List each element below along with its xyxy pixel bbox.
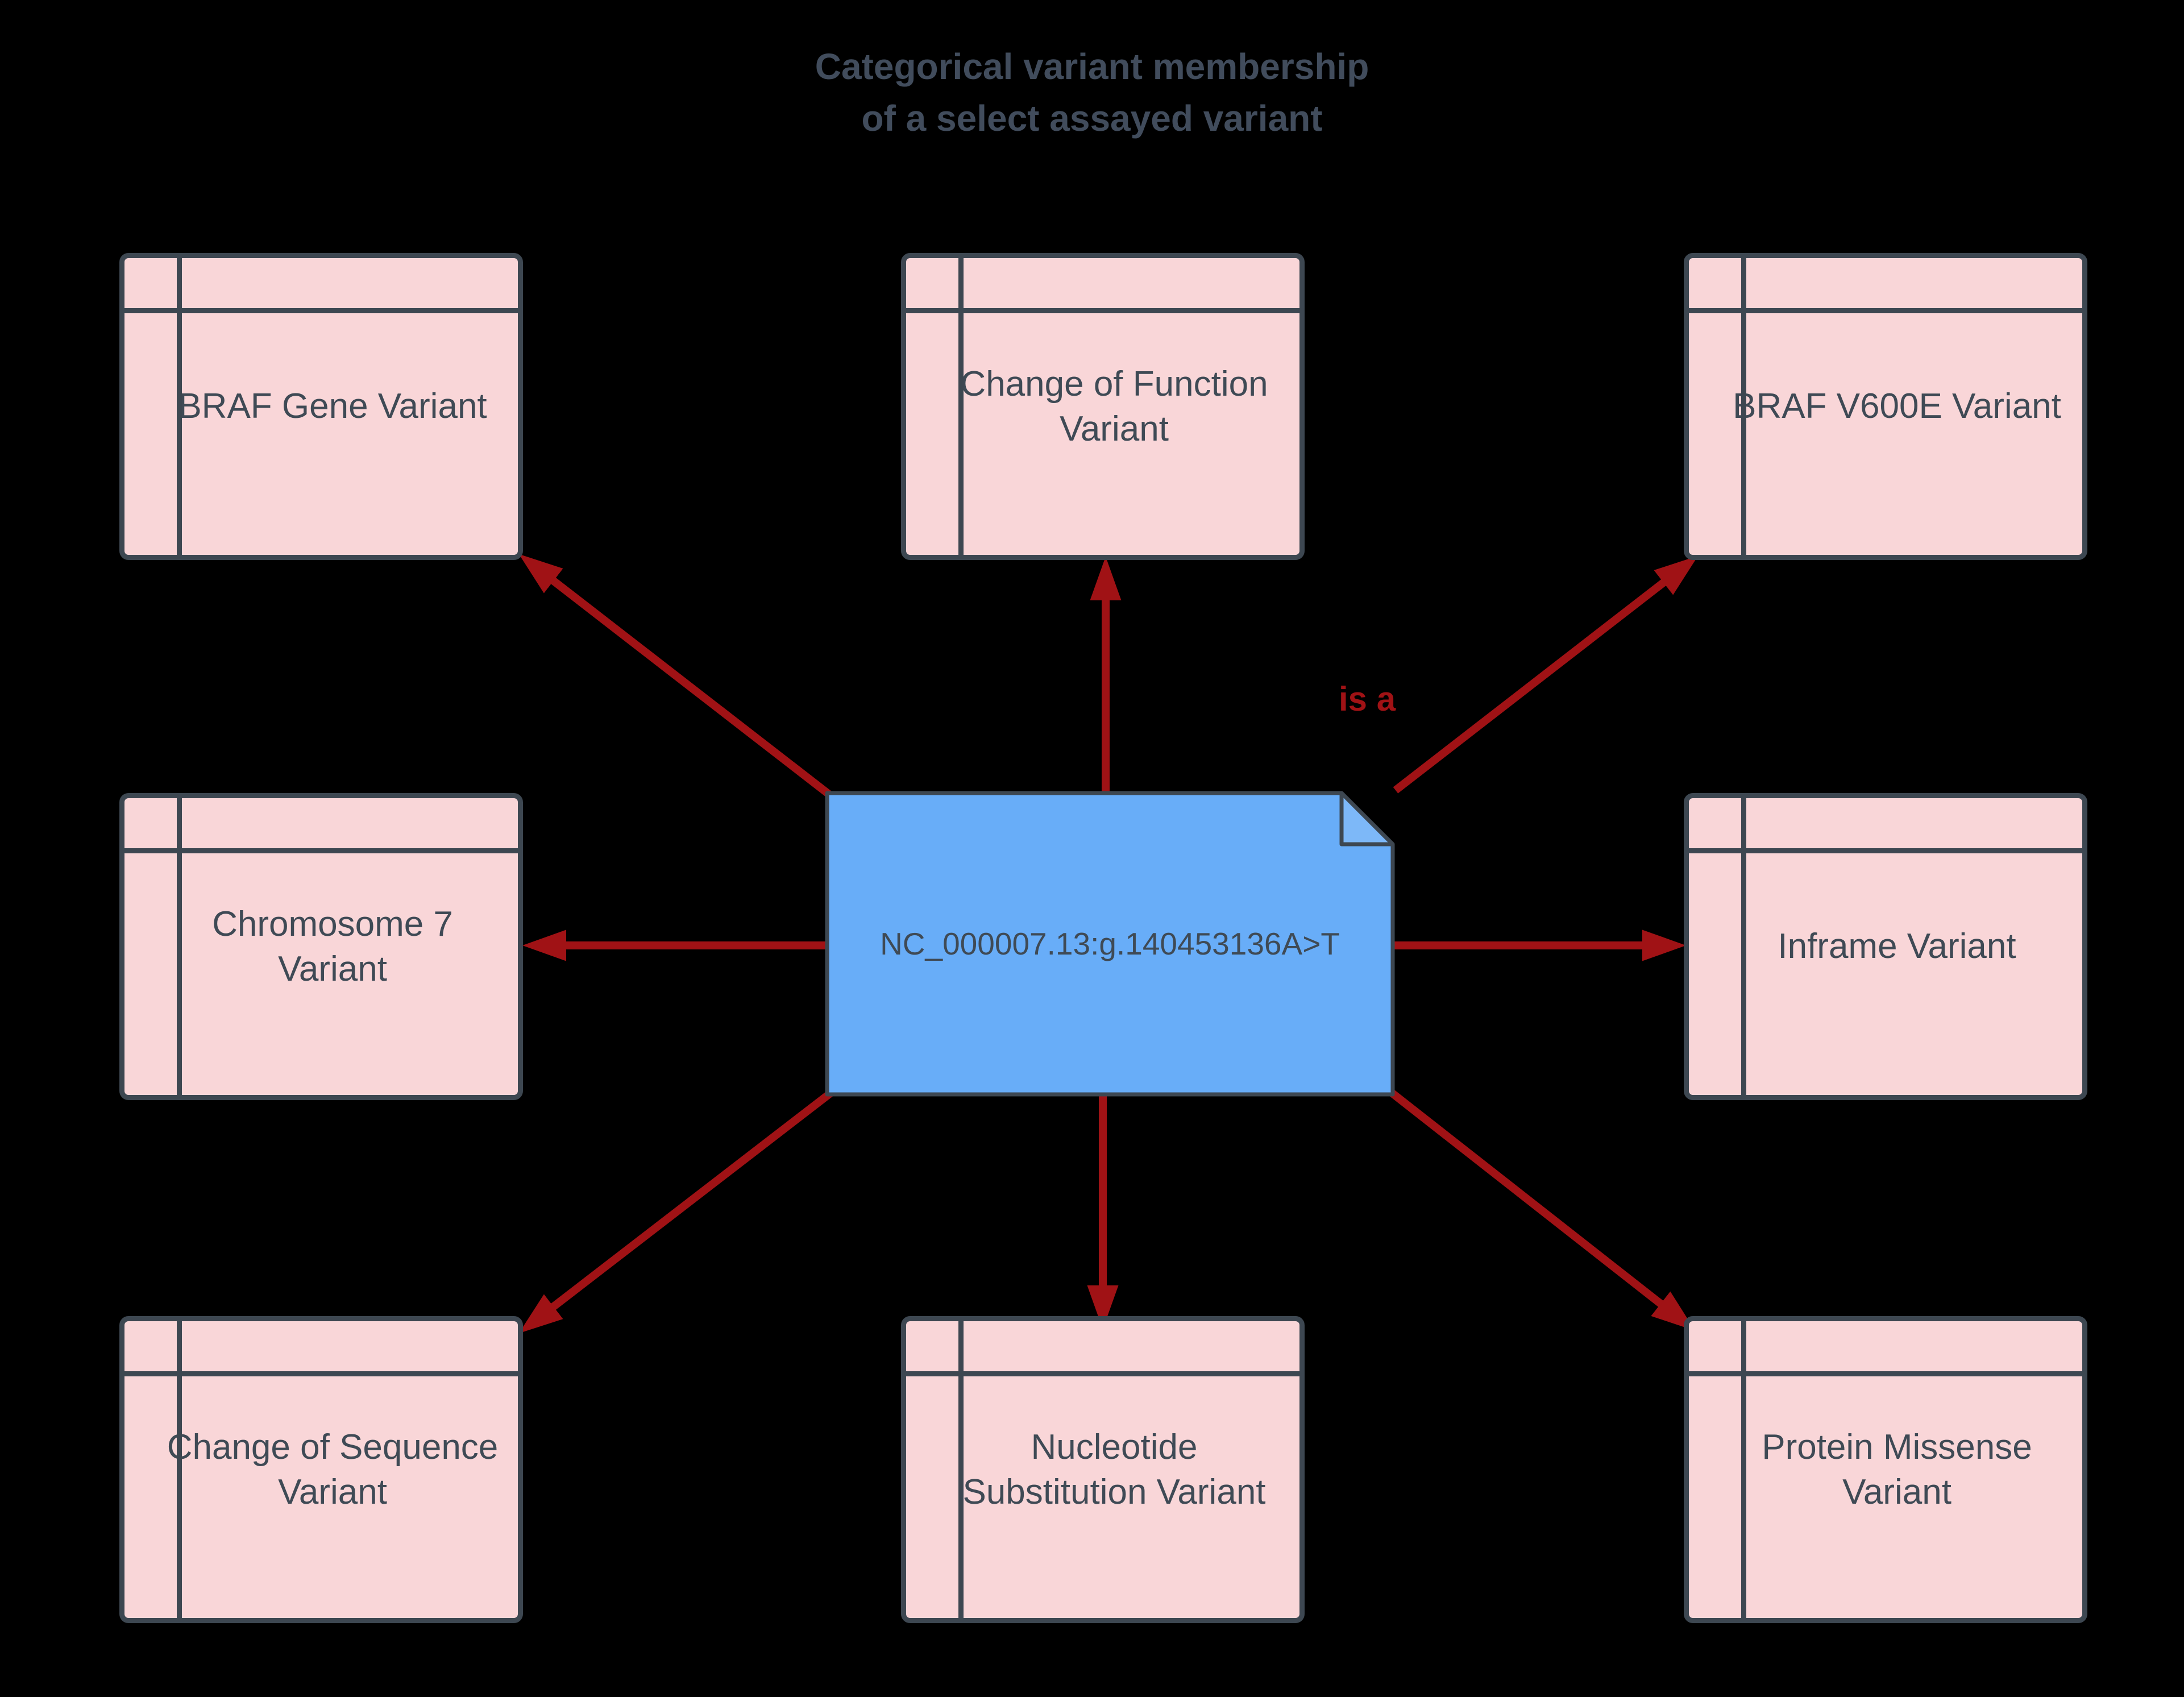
entity-header-divider — [1689, 308, 2082, 313]
arrow-to-protein-missense-variant — [1389, 1089, 1695, 1331]
entity-header-divider — [1689, 848, 2082, 853]
note-body — [825, 791, 1395, 1097]
entity-header-divider — [124, 1371, 518, 1376]
entity-braf-gene-variant: BRAF Gene Variant — [119, 253, 523, 560]
note-folded-corner — [1339, 791, 1395, 847]
membership-arrows — [518, 554, 1699, 1334]
entity-column-divider — [177, 798, 182, 1095]
entity-label: Nucleotide Substitution Variant — [962, 1427, 1266, 1512]
entity-label: Protein Missense Variant — [1762, 1427, 2032, 1512]
entity-chromosome-7-variant: Chromosome 7 Variant — [119, 793, 523, 1100]
entity-protein-missense-variant: Protein Missense Variant — [1684, 1316, 2087, 1623]
arrow-to-change-of-sequence-variant — [518, 1089, 834, 1334]
entity-header-divider — [124, 308, 518, 313]
entity-label: BRAF Gene Variant — [178, 387, 487, 426]
entity-column-divider — [177, 1321, 182, 1618]
is-a-edge-label: is a — [1339, 680, 1396, 718]
diagram-title: Categorical variant membership of a sele… — [815, 46, 1369, 139]
entity-column-divider — [177, 258, 182, 555]
entity-label: Inframe Variant — [1778, 927, 2016, 966]
entity-label: BRAF V600E Variant — [1733, 387, 2061, 426]
entity-column-divider — [1741, 258, 1746, 555]
entity-braf-v600e-variant: BRAF V600E Variant — [1684, 253, 2087, 560]
entity-label: Change of Function Variant — [960, 364, 1268, 449]
entity-header-divider — [124, 848, 518, 853]
entity-nucleotide-substitution-variant: Nucleotide Substitution Variant — [901, 1316, 1305, 1623]
entity-column-divider — [1741, 798, 1746, 1095]
entity-change-of-function-variant: Change of Function Variant — [901, 253, 1305, 560]
entity-header-divider — [906, 308, 1299, 313]
entity-label: Change of Sequence Variant — [167, 1427, 499, 1512]
assayed-variant-note-shape — [825, 791, 1395, 1097]
entity-column-divider — [958, 258, 964, 555]
entity-inframe-variant: Inframe Variant — [1684, 793, 2087, 1100]
assayed-variant-node-label: NC_000007.13:g.140453136A>T — [880, 926, 1340, 961]
entity-column-divider — [958, 1321, 964, 1618]
entity-change-of-sequence-variant: Change of Sequence Variant — [119, 1316, 523, 1623]
entity-header-divider — [1689, 1371, 2082, 1376]
arrow-to-braf-gene-variant — [518, 554, 834, 799]
entity-column-divider — [1741, 1321, 1746, 1618]
entity-header-divider — [906, 1371, 1299, 1376]
entity-label: Chromosome 7 Variant — [212, 904, 453, 989]
arrow-to-braf-v600e-variant — [1393, 555, 1699, 794]
